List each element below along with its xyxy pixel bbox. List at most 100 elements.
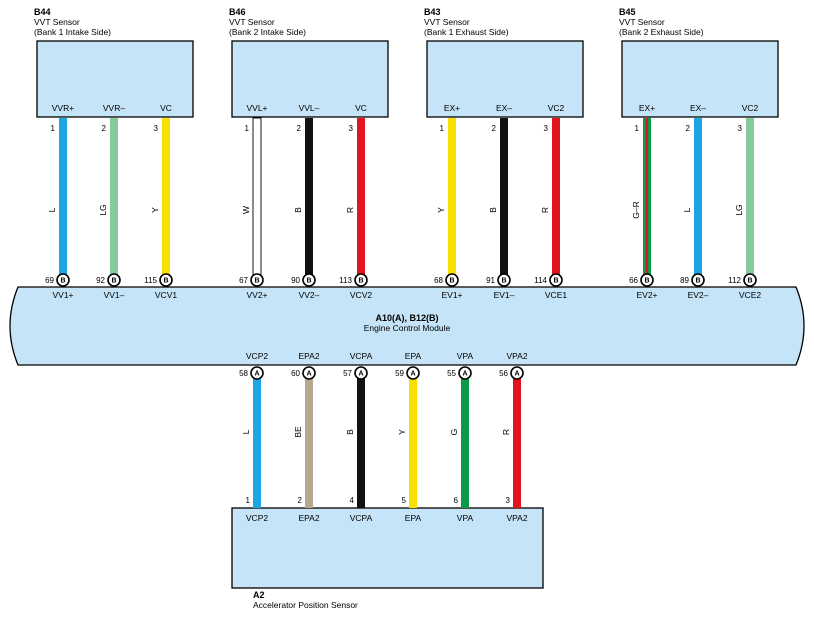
sensor-terminal: VC (160, 103, 172, 113)
wire-color-code: L (682, 207, 692, 212)
wire-color-code: B (345, 429, 355, 435)
sensor-pin: 2 (298, 496, 303, 505)
wire-color-code: Y (397, 429, 407, 435)
sensor-b44: B44 VVT Sensor (Bank 1 Intake Side) (34, 7, 194, 118)
connector-ring (640, 273, 654, 287)
sensor-code: B43 (424, 7, 441, 17)
ecm-terminal: VPA (457, 351, 474, 361)
connector-ring (302, 366, 316, 380)
ecm-terminal: EPA (405, 351, 422, 361)
connector-ring (56, 273, 70, 287)
sensor-pin: 1 (635, 124, 640, 133)
connector-letter: A (358, 371, 363, 378)
ecm-terminal: VCE1 (545, 290, 567, 300)
ecm-terminal: VV1– (104, 290, 125, 300)
wire-body (461, 378, 469, 508)
sensor-pin: 3 (349, 124, 354, 133)
connector-ring (302, 273, 316, 287)
sensor-code: B45 (619, 7, 636, 17)
sensor-terminal: VVL+ (246, 103, 267, 113)
ecm-terminal: VPA2 (506, 351, 527, 361)
connector-ring (250, 366, 264, 380)
sensor-b43: B43 VVT Sensor (Bank 1 Exhaust Side) (424, 7, 584, 118)
ecm-pin: 115 (144, 276, 157, 285)
ecm: A10(A), B12(B) Engine Control Module (9, 286, 805, 366)
connector-ring (354, 273, 368, 287)
wire-body (253, 378, 261, 508)
sensor-pin: 3 (506, 496, 511, 505)
ecm-terminal: VCP2 (246, 351, 268, 361)
connector-circle: A (458, 366, 472, 380)
ecm-terminal: EV2– (688, 290, 709, 300)
sensor-terminal: VCP2 (246, 513, 268, 523)
ecm-terminal: VCPA (350, 351, 373, 361)
ecm-terminal: VCV1 (155, 290, 177, 300)
connector-letter: A (410, 371, 415, 378)
ecm-pin: 90 (291, 276, 300, 285)
wire-body (305, 378, 313, 508)
connector-circle: A (354, 366, 368, 380)
wire-color-code: L (241, 429, 251, 434)
sensor-terminal: VVL– (299, 103, 320, 113)
connector-ring (250, 273, 264, 287)
sensor-pin: 6 (454, 496, 459, 505)
sensor-terminal: EX– (496, 103, 512, 113)
connector-ring (159, 273, 173, 287)
ecm-name: Engine Control Module (364, 323, 451, 333)
sensor-terminal: VC2 (742, 103, 759, 113)
connector-circle: B (107, 273, 121, 287)
ecm-code: A10(A), B12(B) (375, 313, 438, 323)
connector-circle: B (302, 273, 316, 287)
sensor-location: (Bank 2 Exhaust Side) (619, 27, 704, 37)
sensor-terminal: EX+ (639, 103, 655, 113)
connector-letter: B (747, 278, 752, 285)
connector-ring (510, 366, 524, 380)
ecm-terminal: VCE2 (739, 290, 761, 300)
sensor-terminal: EPA2 (298, 513, 319, 523)
connector-circle: B (691, 273, 705, 287)
wire-color-code: LG (734, 204, 744, 215)
ecm-box (9, 286, 805, 366)
sensor-pin: 5 (402, 496, 407, 505)
connector-letter: B (449, 278, 454, 285)
wire-color-code: R (501, 429, 511, 435)
wire-body (110, 118, 118, 275)
wire-body (746, 118, 754, 275)
ecm-pin: 68 (434, 276, 443, 285)
connector-letter: B (306, 278, 311, 285)
connector-ring (354, 366, 368, 380)
sensor-location: (Bank 1 Intake Side) (34, 27, 111, 37)
sensor-terminal: VC (355, 103, 367, 113)
accel-sensor: A2 Accelerator Position Sensor (231, 507, 544, 610)
ecm-pin: 91 (486, 276, 495, 285)
connector-ring (497, 273, 511, 287)
wire-color-code: Y (436, 207, 446, 213)
connector-letter: B (358, 278, 363, 285)
wire-color-code: G (449, 429, 459, 436)
sensor-location: (Bank 2 Intake Side) (229, 27, 306, 37)
sensor-terminal: EX– (690, 103, 706, 113)
connector-letter: A (306, 371, 311, 378)
sensor-terminal: VVR– (103, 103, 125, 113)
connector-letter: A (254, 371, 259, 378)
sensor-name: VVT Sensor (34, 17, 80, 27)
sensor-terminal: VC2 (548, 103, 565, 113)
wire-color-code: R (345, 207, 355, 213)
sensor-pin: 3 (154, 124, 159, 133)
wire-body (409, 378, 417, 508)
connector-letter: B (553, 278, 558, 285)
connector-circle: B (445, 273, 459, 287)
connector-letter: B (163, 278, 168, 285)
wire-body (357, 118, 365, 275)
connector-circle: A (510, 366, 524, 380)
sensor-terminal: EPA (405, 513, 422, 523)
